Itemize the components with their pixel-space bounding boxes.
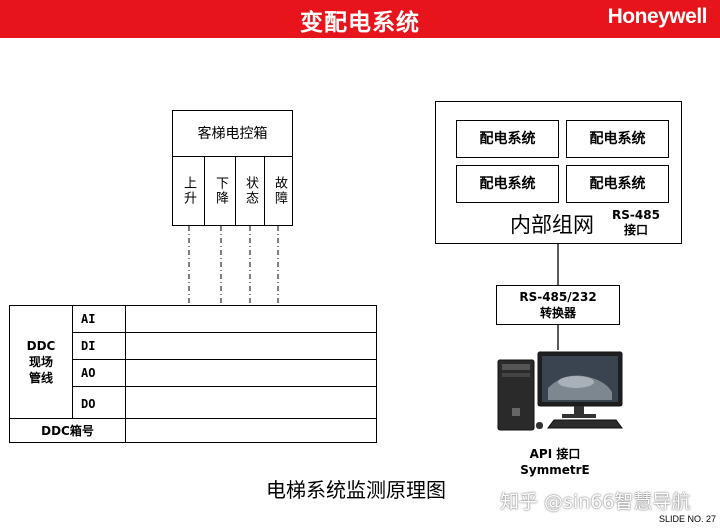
power-system-4: 配电系统 [566, 165, 669, 203]
signal-status: 状态 [236, 156, 265, 226]
rs485-converter-box: RS-485/232 转换器 [496, 285, 620, 325]
row-di-label: DI [81, 339, 96, 353]
power-system-2: 配电系统 [566, 120, 669, 158]
ddc-table: DDC 现场 管线 AI DI AO DO DDC箱号 [9, 305, 377, 443]
signal-down: 下降 [205, 156, 236, 226]
diagram-caption: 电梯系统监测原理图 [266, 478, 446, 502]
elevator-box-title: 客梯电控箱 [172, 110, 293, 157]
signal-up: 上升 [172, 156, 205, 226]
rs485-interface-label: RS-485 接口 [612, 208, 660, 237]
ddc-group-label: DDC 现场 管线 [26, 339, 56, 385]
page-title: 变配电系统 [300, 10, 420, 36]
workstation-label: API 接口 SymmetrE [520, 447, 590, 477]
header-bar: 变配电系统 Honeywell [0, 0, 720, 38]
honeywell-logo: Honeywell [607, 5, 708, 28]
internal-network-label: 内部组网 [510, 213, 594, 237]
ddc-box-number-label: DDC箱号 [41, 424, 94, 438]
row-ao-label: AO [81, 366, 96, 380]
row-do-label: DO [81, 397, 96, 411]
elevator-control-box: 客梯电控箱 上升 下降 状态 故障 [172, 110, 293, 226]
internal-network-box: 配电系统 配电系统 配电系统 配电系统 内部组网 RS-485 接口 [435, 101, 682, 244]
row-ai-label: AI [81, 312, 96, 326]
slide-number: SLIDE NO. 27 [658, 514, 716, 524]
signal-fault: 故障 [272, 176, 287, 206]
workstation-computer-icon [497, 351, 623, 431]
power-system-3: 配电系统 [456, 165, 559, 203]
power-system-1: 配电系统 [456, 120, 559, 158]
watermark: 知乎 @sin66智慧导航 [500, 491, 691, 513]
